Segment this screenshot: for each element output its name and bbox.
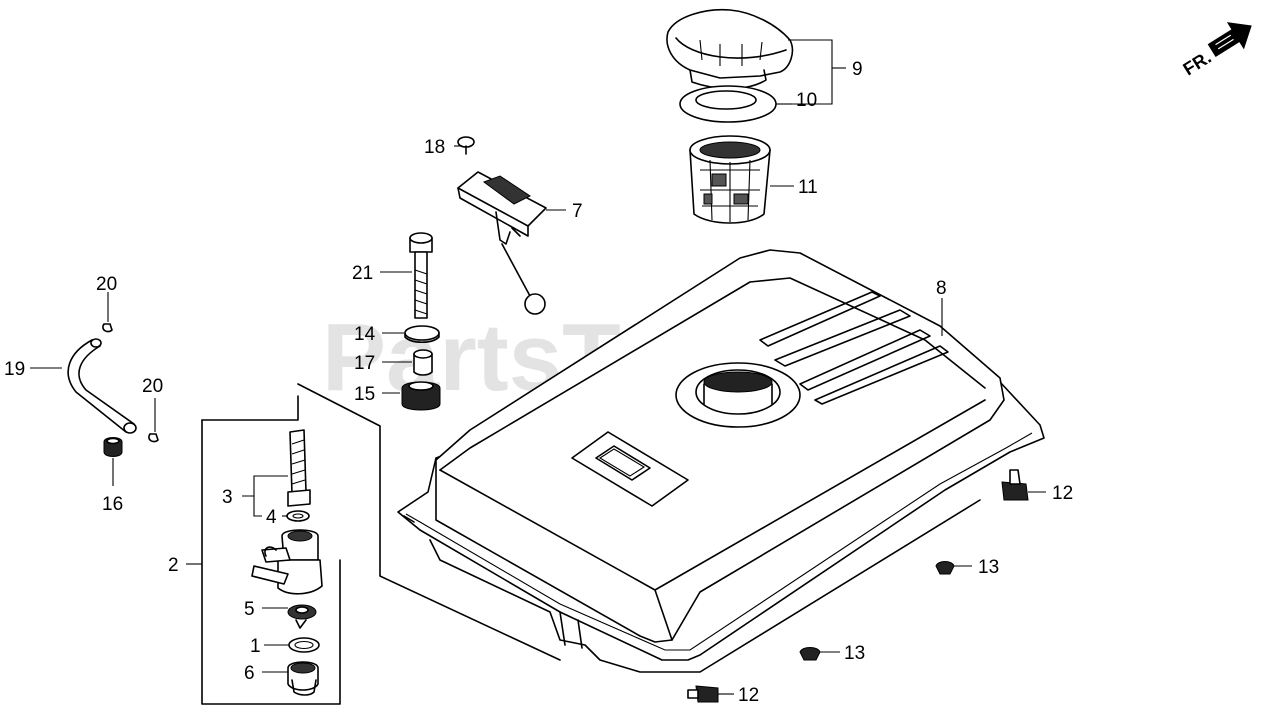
- callout-12-lower[interactable]: 12: [738, 685, 759, 706]
- washer-part-14[interactable]: [404, 325, 440, 344]
- seal-part-5[interactable]: [287, 604, 317, 629]
- callout-16[interactable]: 16: [102, 494, 123, 515]
- callout-labels: 9 10 11 18 7 8 21 14 17 15 20 19 20 16 3…: [4, 59, 1073, 706]
- callout-20-upper[interactable]: 20: [96, 274, 117, 295]
- callout-19[interactable]: 19: [4, 359, 25, 380]
- callout-12-upper[interactable]: 12: [1052, 483, 1073, 504]
- fuel-cock-body[interactable]: [251, 529, 323, 595]
- o-ring-part-1[interactable]: [288, 637, 320, 653]
- fuel-strainer[interactable]: [689, 135, 771, 224]
- callout-11[interactable]: 11: [798, 177, 818, 198]
- fuel-gauge[interactable]: [457, 171, 547, 315]
- callout-21[interactable]: 21: [352, 263, 373, 284]
- callout-18[interactable]: 18: [424, 137, 445, 158]
- callout-6[interactable]: 6: [244, 663, 255, 684]
- callout-8[interactable]: 8: [936, 278, 947, 299]
- callout-14[interactable]: 14: [354, 324, 376, 345]
- screw-part-18[interactable]: [457, 136, 475, 155]
- mount-part-12-lower[interactable]: [687, 685, 719, 703]
- callout-2[interactable]: 2: [168, 555, 179, 576]
- callout-5[interactable]: 5: [244, 599, 255, 620]
- callout-9[interactable]: 9: [852, 59, 863, 80]
- front-direction-marker: FR.: [1180, 22, 1252, 79]
- callout-13-upper[interactable]: 13: [978, 557, 999, 578]
- assembly-guide-line: [297, 383, 561, 661]
- fuel-pipe-part-3[interactable]: [287, 429, 311, 507]
- front-arrow-icon: [1207, 22, 1252, 57]
- callout-20-lower[interactable]: 20: [142, 376, 163, 397]
- callout-4[interactable]: 4: [266, 507, 277, 528]
- leader-lines: [30, 39, 1046, 695]
- bolt-part-21[interactable]: [409, 232, 433, 319]
- stop-part-13-lower[interactable]: [799, 647, 821, 661]
- fuel-hose[interactable]: [67, 338, 137, 434]
- callout-1[interactable]: 1: [250, 636, 261, 657]
- callout-17[interactable]: 17: [354, 353, 375, 374]
- grommet-part-15[interactable]: [401, 381, 441, 411]
- front-label: FR.: [1180, 47, 1215, 79]
- assembly-outline-top: [201, 395, 299, 421]
- clip-part-20-lower[interactable]: [148, 433, 159, 443]
- callout-3[interactable]: 3: [222, 487, 233, 508]
- callout-15[interactable]: 15: [354, 384, 375, 405]
- assembly-outline-box: [201, 419, 341, 705]
- cap-gasket[interactable]: [679, 85, 777, 123]
- callout-13-lower[interactable]: 13: [844, 643, 865, 664]
- fuel-tank[interactable]: [397, 249, 1045, 673]
- mount-part-12-upper[interactable]: [1001, 469, 1029, 501]
- cap-part-16[interactable]: [103, 437, 123, 457]
- filler-cap[interactable]: [666, 8, 794, 90]
- clip-part-20-upper[interactable]: [102, 323, 113, 333]
- callout-7[interactable]: 7: [572, 201, 583, 222]
- cup-part-6[interactable]: [287, 661, 319, 696]
- stop-part-13-upper[interactable]: [935, 561, 955, 575]
- collar-part-17[interactable]: [413, 349, 433, 376]
- o-ring-part-4[interactable]: [286, 510, 310, 522]
- callout-10[interactable]: 10: [796, 90, 817, 111]
